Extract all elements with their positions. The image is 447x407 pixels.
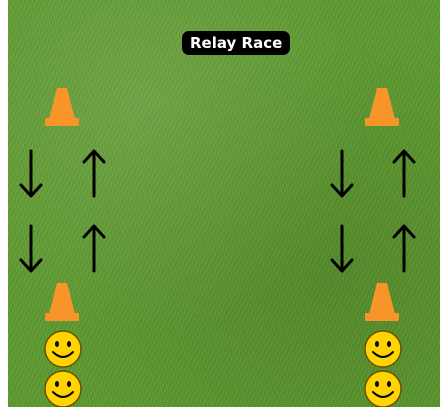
traffic-cone-icon bbox=[365, 282, 399, 322]
arrow-up-icon bbox=[392, 148, 416, 198]
traffic-cone-icon bbox=[45, 87, 79, 127]
arrow-up-icon bbox=[82, 148, 106, 198]
arrow-down-icon bbox=[19, 149, 43, 199]
arrow-down-icon bbox=[19, 224, 43, 274]
arrow-down-icon bbox=[330, 149, 354, 199]
arrow-up-icon bbox=[82, 223, 106, 273]
smiley-face-icon bbox=[363, 369, 403, 407]
arrow-down-icon bbox=[330, 224, 354, 274]
traffic-cone-icon bbox=[45, 282, 79, 322]
smiley-face-icon bbox=[43, 329, 83, 369]
traffic-cone-icon bbox=[365, 87, 399, 127]
grass-field: Relay Race bbox=[8, 0, 440, 407]
arrow-up-icon bbox=[392, 223, 416, 273]
page-title: Relay Race bbox=[182, 31, 290, 55]
smiley-face-icon bbox=[43, 369, 83, 407]
smiley-face-icon bbox=[363, 329, 403, 369]
